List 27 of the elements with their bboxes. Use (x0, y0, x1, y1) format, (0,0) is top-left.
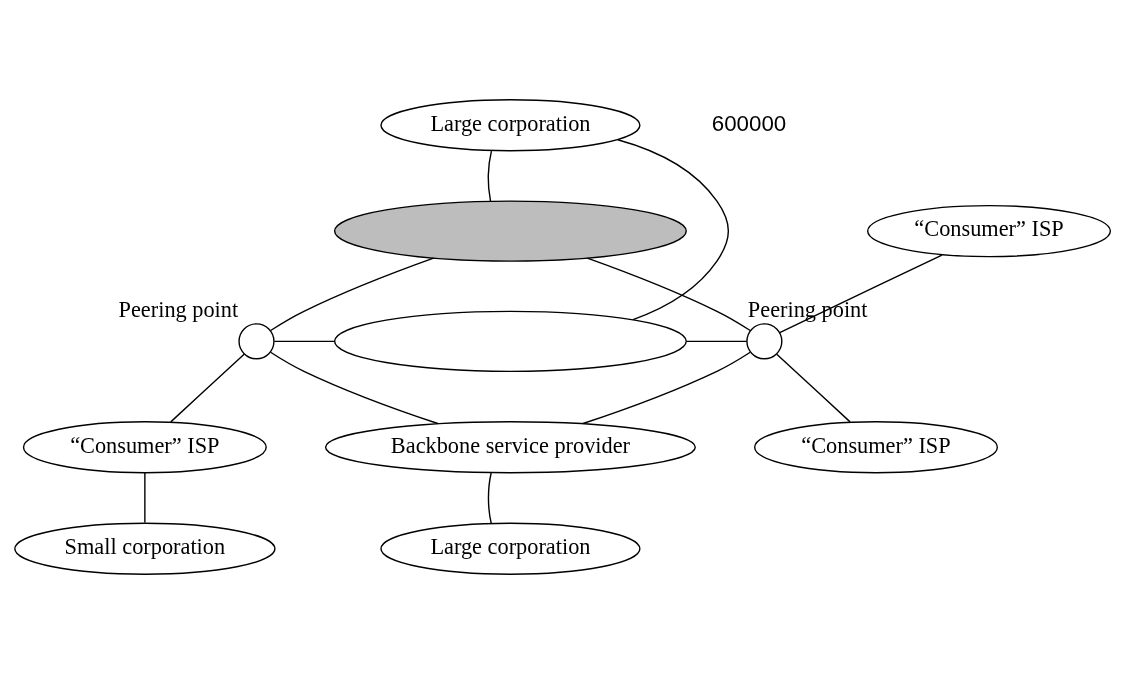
connector (586, 257, 751, 331)
node-ellipse (333, 199, 687, 262)
node-ellipse (333, 310, 687, 372)
node-ellipse: “Consumer” ISP (753, 420, 999, 473)
connector (582, 351, 751, 424)
connector (144, 471, 146, 523)
connector (269, 257, 435, 331)
node-ellipse: “Consumer” ISP (22, 420, 267, 473)
connector (487, 149, 493, 202)
connector (170, 352, 245, 423)
label: 600000 (711, 110, 787, 136)
connector (487, 471, 492, 524)
node-label: Peering point (118, 296, 239, 322)
connector (776, 352, 851, 423)
node-ellipse: Large corporation (380, 522, 641, 575)
connector (269, 351, 439, 424)
connector (617, 138, 730, 320)
connector (685, 340, 748, 342)
node-label: Peering point (747, 296, 868, 322)
node-ellipse: Large corporation (380, 98, 641, 151)
node-circle (746, 322, 783, 359)
node-circle (238, 322, 275, 359)
node-ellipse: Backbone service provider (324, 420, 696, 473)
connector (273, 340, 335, 342)
node-ellipse: “Consumer” ISP (867, 204, 1112, 257)
node-ellipse: Small corporation (14, 522, 276, 575)
connector (779, 253, 943, 333)
